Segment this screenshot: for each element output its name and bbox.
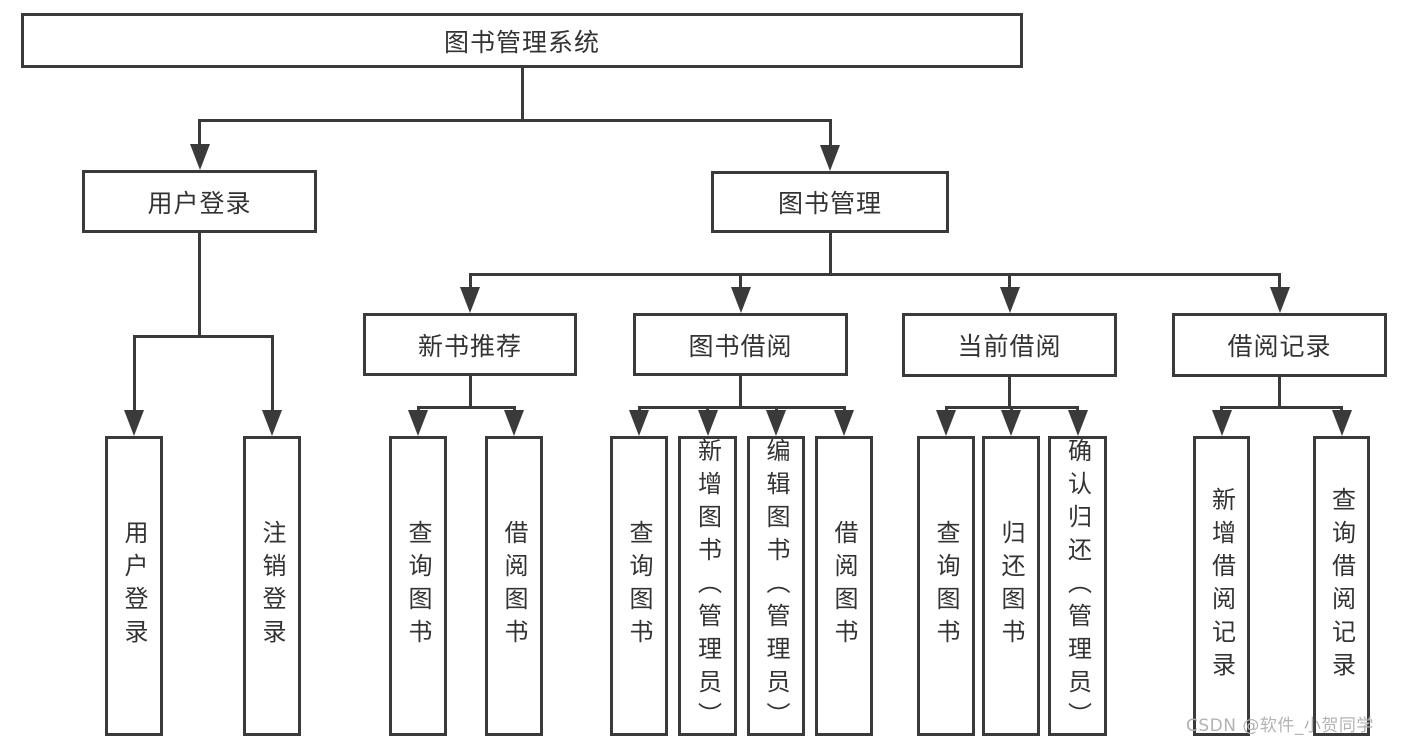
connector-line: [198, 119, 201, 150]
connector-arrow-down: [1269, 287, 1290, 313]
connector-arrow-down: [999, 287, 1020, 313]
connector-line: [468, 273, 1281, 276]
tree-node-borrow-books-2: 借阅图书: [815, 436, 873, 736]
connector-arrow-down: [408, 410, 428, 436]
connector-arrow-down: [262, 410, 282, 436]
tree-node-label: 借阅图书: [830, 520, 858, 652]
tree-node-book-borrow: 图书借阅: [633, 313, 848, 376]
connector-arrow-down: [936, 410, 956, 436]
connector-line: [132, 335, 136, 416]
tree-node-borrow-books-1: 借阅图书: [485, 436, 543, 736]
tree-node-label: 查询图书: [625, 520, 653, 652]
connector-line: [198, 119, 832, 122]
connector-arrow-down: [834, 410, 854, 436]
tree-node-query-books-2: 查询图书: [610, 436, 668, 736]
connector-line: [132, 335, 274, 338]
connector-line: [739, 374, 742, 408]
tree-node-label: 新增借阅记录: [1207, 487, 1236, 685]
connector-line: [1220, 406, 1343, 409]
tree-node-query-books-1: 查询图书: [389, 436, 447, 736]
tree-node-add-borrow-record: 新增借阅记录: [1193, 436, 1250, 736]
tree-node-query-books-3: 查询图书: [917, 436, 975, 736]
tree-node-user-login-menu: 用户登录: [82, 170, 317, 233]
watermark: CSDN @软件_小贺同学: [1186, 716, 1374, 736]
tree-node-label: 用户登录: [147, 188, 252, 218]
tree-node-current-borrow: 当前借阅: [902, 313, 1117, 377]
connector-line: [739, 273, 742, 293]
connector-line: [198, 231, 201, 337]
connector-line: [468, 273, 472, 293]
tree-node-label: 新书推荐: [417, 331, 522, 361]
connector-line: [520, 66, 524, 121]
tree-node-edit-books-admin: 编辑图书（管理员）: [747, 436, 805, 736]
tree-node-user-login-action: 用户登录: [105, 436, 163, 736]
connector-arrow-down: [1001, 410, 1021, 436]
connector-arrow-down: [460, 287, 480, 313]
tree-node-label: 归还图书: [997, 520, 1025, 652]
connector-line: [1008, 273, 1011, 293]
tree-node-book-management: 图书管理: [711, 171, 949, 233]
tree-node-return-books: 归还图书: [982, 436, 1040, 736]
tree-node-label: 注销登录: [258, 520, 286, 652]
tree-node-new-book-recommend: 新书推荐: [363, 313, 577, 376]
tree-node-label: 借阅图书: [500, 520, 528, 652]
connector-line: [828, 119, 832, 151]
tree-node-label: 图书管理系统: [443, 27, 600, 57]
connector-arrow-down: [189, 144, 210, 170]
connector-line: [1008, 375, 1011, 408]
tree-node-label: 借阅记录: [1227, 332, 1332, 361]
tree-node-query-borrow-record: 查询借阅记录: [1313, 436, 1370, 736]
tree-node-label: 图书管理: [777, 189, 882, 218]
connector-arrow-down: [504, 410, 524, 436]
connector-line: [270, 335, 274, 416]
connector-arrow-down: [820, 145, 840, 171]
connector-arrow-down: [730, 287, 751, 313]
connector-line: [828, 231, 832, 275]
tree-node-label: 查询图书: [404, 520, 432, 652]
connector-line: [637, 406, 846, 409]
connector-arrow-down: [697, 410, 718, 436]
tree-node-label: 编辑图书（管理员）: [762, 437, 790, 735]
connector-line: [416, 406, 516, 409]
tree-node-label: 当前借阅: [957, 332, 1062, 361]
tree-node-logout-action: 注销登录: [243, 436, 301, 736]
connector-arrow-down: [1211, 410, 1232, 436]
tree-node-label: 查询借阅记录: [1327, 487, 1356, 685]
tree-node-label: 确认归还（管理员）: [1063, 437, 1092, 735]
tree-node-label: 用户登录: [120, 520, 148, 652]
tree-node-label: 图书借阅: [688, 331, 793, 361]
connector-arrow-down: [629, 410, 649, 436]
connector-line: [1278, 375, 1281, 408]
tree-node-label: 查询图书: [932, 520, 960, 652]
tree-node-confirm-return-admin: 确认归还（管理员）: [1048, 436, 1107, 736]
connector-arrow-down: [124, 410, 144, 436]
connector-line: [468, 374, 472, 408]
connector-arrow-down: [1331, 410, 1352, 436]
tree-node-borrow-records: 借阅记录: [1172, 313, 1387, 377]
tree-node-add-books-admin: 新增图书（管理员）: [678, 436, 737, 736]
tree-node-library-system: 图书管理系统: [21, 13, 1023, 68]
connector-arrow-down: [1067, 410, 1088, 436]
tree-node-label: 新增图书（管理员）: [693, 437, 722, 735]
connector-arrow-down: [766, 410, 786, 436]
connector-line: [1278, 273, 1281, 293]
